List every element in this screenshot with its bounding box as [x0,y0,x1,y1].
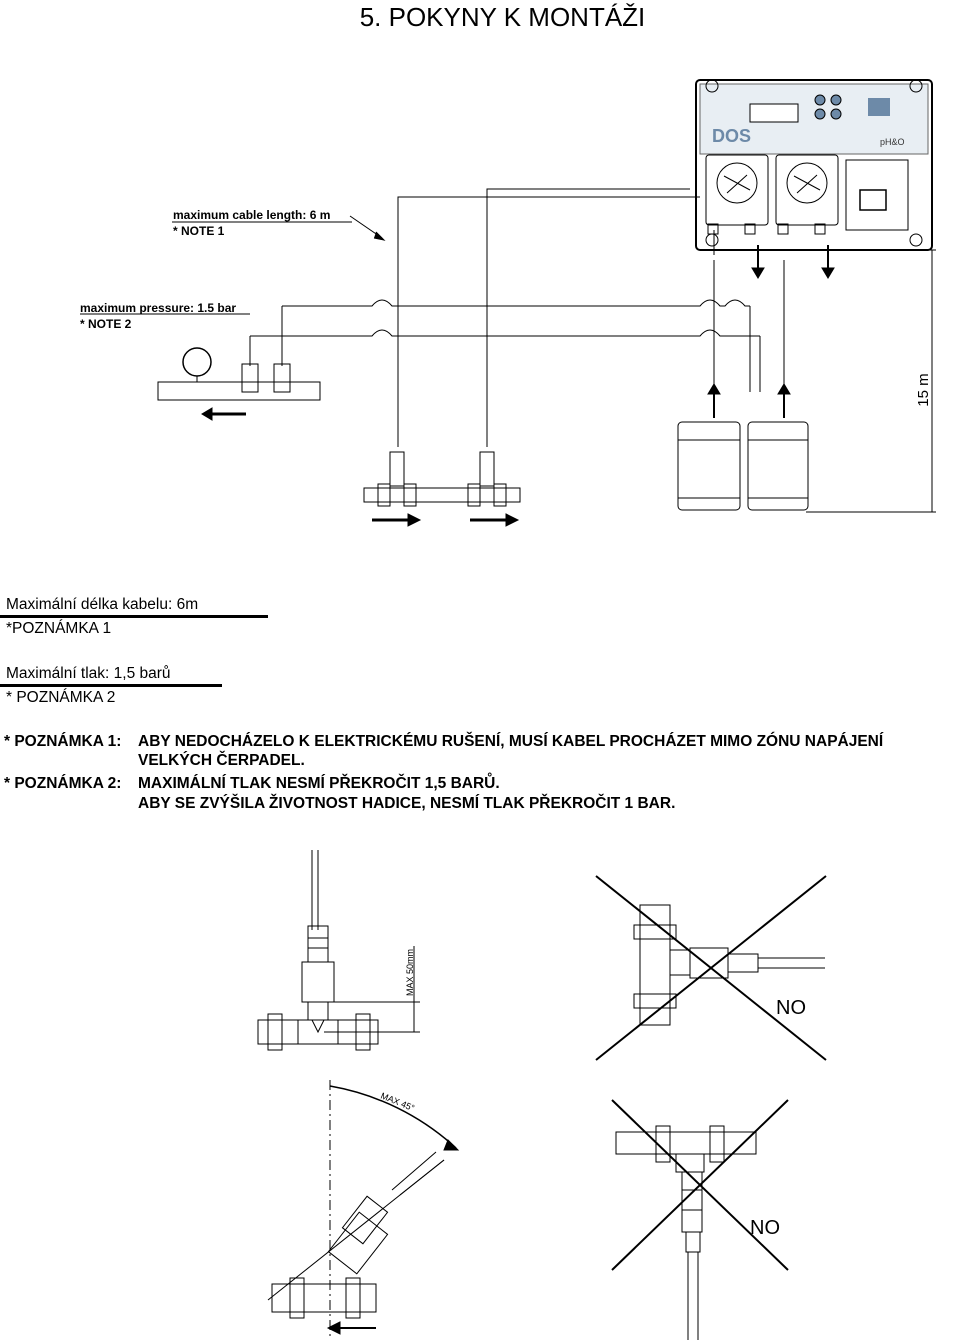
sensor-cable-a [311,850,319,930]
note1-prefix: * POZNÁMKA 1: [4,733,122,750]
distance-label: 15 m [915,373,932,406]
max-depth-label: MAX 50mm [405,949,415,996]
legend-cable: Maximální délka kabelu: 6m [6,596,199,613]
legend-cable-rule [0,615,268,618]
cable-length-label: maximum cable length: 6 m [173,208,330,222]
panel-front [699,83,929,155]
control-panel [695,79,933,251]
legend-pressure-rule [0,684,222,687]
panel-logo: DOS [712,126,751,146]
pressure-note-label: * NOTE 2 [80,317,132,331]
note2-prefix: * POZNÁMKA 2: [4,775,122,792]
legend-cable-note: *POZNÁMKA 1 [6,620,112,637]
max-angle-label: MAX 45° [379,1091,416,1114]
cable-note-label: * NOTE 1 [173,224,225,238]
no-label-2: NO [750,1217,780,1239]
legend-pressure-note: * POZNÁMKA 2 [6,689,116,706]
pressure-label: maximum pressure: 1.5 bar [80,301,236,315]
note1-line2: VELKÝCH ČERPADEL. [138,752,305,769]
installation-diagram: DOS pH&O maximum cable length: 6 m * NOT… [80,79,936,527]
note1-line1: ABY NEDOCHÁZELO K ELEKTRICKÉMU RUŠENÍ, M… [138,733,884,750]
panel-model: pH&O [880,137,905,147]
note2-line1: MAXIMÁLNÍ TLAK NESMÍ PŘEKROČIT 1,5 BARŮ. [138,775,500,792]
legend-pressure: Maximální tlak: 1,5 barů [6,665,171,682]
page-title: 5. POKYNY K MONTÁŽI [359,2,646,32]
note2-line2: ABY SE ZVÝŠILA ŽIVOTNOST HADICE, NESMÍ T… [138,795,676,812]
no-label-1: NO [776,997,806,1019]
